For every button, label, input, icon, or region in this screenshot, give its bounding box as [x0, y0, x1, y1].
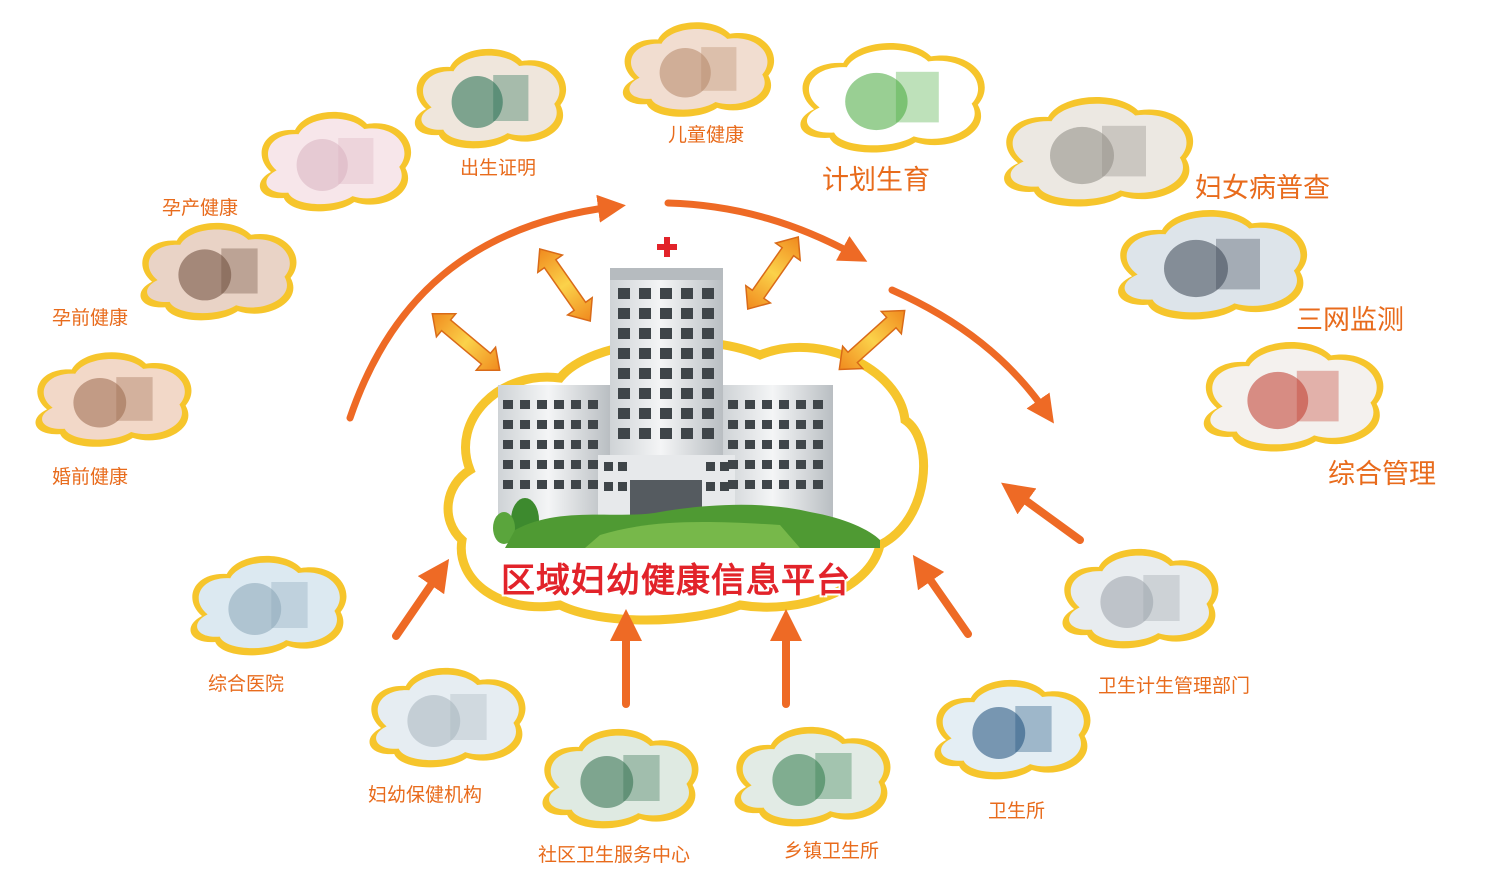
label-community-center: 社区卫生服务中心 [538, 844, 691, 866]
curved-arrow [664, 199, 868, 262]
cloud-three-network [1118, 210, 1308, 320]
double-arrow [744, 235, 802, 311]
photo-placeholder [1247, 370, 1339, 430]
hospital-building-icon [493, 237, 880, 548]
photo-placeholder [845, 71, 939, 131]
double-arrow [431, 312, 501, 372]
photo-placeholder [972, 706, 1052, 759]
platform-title: 区域妇幼健康信息平台 [501, 561, 851, 601]
cloud-integrated [1203, 342, 1384, 452]
photo-placeholder [73, 377, 153, 428]
photo-placeholder [1164, 238, 1260, 298]
photo-placeholder [1050, 125, 1146, 185]
curved-arrow [346, 194, 626, 422]
cloud-mch-institution [369, 667, 526, 768]
photo-placeholder [451, 75, 529, 128]
label-maternity: 孕产健康 [162, 197, 239, 219]
label-birth-certificate: 出生证明 [460, 157, 537, 179]
label-township: 乡镇卫生所 [784, 840, 880, 862]
label-general-hospital: 综合医院 [208, 673, 285, 695]
bidirectional-arrows [431, 235, 906, 372]
label-family-planning: 计划生育 [822, 165, 930, 196]
straight-arrow [912, 554, 972, 638]
label-admin-dept: 卫生计生管理部门 [1098, 675, 1251, 697]
cloud-general-hospital [190, 555, 347, 656]
label-three-network: 三网监测 [1296, 305, 1404, 336]
source-flow-arrows [392, 482, 1084, 708]
photo-placeholder [178, 248, 258, 301]
photo-placeholder [296, 138, 374, 191]
cloud-health-station [934, 679, 1091, 780]
photo-placeholder [659, 47, 737, 98]
cloud-premarital [35, 352, 192, 447]
label-child-health: 儿童健康 [668, 124, 745, 146]
photo-placeholder [580, 755, 660, 808]
straight-arrow [392, 558, 450, 640]
label-premarital: 婚前健康 [52, 466, 129, 488]
cloud-gyn-screening [1004, 97, 1194, 207]
cloud-preconception [140, 222, 297, 321]
photo-placeholder [407, 694, 487, 747]
photo-placeholder [1100, 575, 1180, 628]
cloud-community-center [542, 728, 699, 829]
service-flow-arrows [346, 194, 1054, 424]
cloud-child-health [622, 22, 775, 117]
label-integrated: 综合管理 [1328, 459, 1436, 490]
cloud-township [734, 726, 891, 827]
double-arrow [838, 309, 906, 371]
label-gyn-screening: 妇女病普查 [1195, 173, 1330, 204]
photo-placeholder [772, 753, 852, 806]
cloud-admin-dept [1062, 548, 1219, 649]
label-mch-institution: 妇幼保健机构 [368, 784, 483, 806]
label-health-station: 卫生所 [988, 800, 1046, 822]
curved-arrow [888, 286, 1054, 424]
straight-arrow [1001, 482, 1084, 544]
cloud-birth-certificate [414, 48, 567, 149]
label-preconception: 孕前健康 [52, 307, 129, 329]
cloud-family-planning [800, 43, 985, 153]
double-arrow [536, 247, 594, 323]
cloud-maternity [259, 111, 412, 212]
photo-placeholder [228, 582, 308, 635]
